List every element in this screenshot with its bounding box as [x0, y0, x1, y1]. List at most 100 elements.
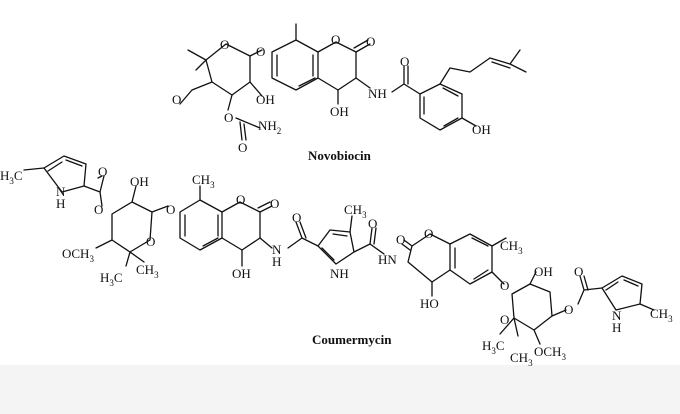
novobiocin-coumarin-o1: O — [331, 32, 340, 47]
coumermycin-left-coumarin-o1: O — [236, 192, 245, 207]
novobiocin-carbamate-nh: NH2 — [258, 118, 281, 136]
coumermycin-right-coumarin-o2: O — [424, 226, 433, 241]
coumermycin-right-lactone-co — [401, 239, 413, 251]
coumermycin-right-coumarin-benzene — [449, 233, 493, 285]
coumermycin-right-pyrrole-double — [605, 279, 639, 291]
coumermycin-central-methyl-bond — [349, 215, 353, 233]
novobiocin-methoxy-o: O — [172, 92, 181, 107]
coumermycin-right-coumarin-ch3: CH3 — [500, 238, 523, 256]
bottom-margin — [0, 365, 680, 409]
coumermycin-left-lactone-co — [257, 201, 273, 213]
coumermycin-left-benzene-double — [184, 214, 219, 247]
novobiocin-benzene-double — [276, 54, 316, 87]
coumermycin-left-pyrrole-double — [47, 159, 83, 172]
coumermycin-central-pyrrole — [317, 229, 355, 265]
novobiocin-methoxy-bond — [179, 81, 213, 105]
coumermycin-right-glyco-bond — [491, 271, 505, 285]
coumermycin-right-h3c: H3C — [482, 338, 505, 356]
coumermycin-right-amide-o: O — [368, 216, 377, 231]
novobiocin-carbamate-co — [239, 121, 247, 141]
coumermycin-left-coumarin-ch3: CH3 — [192, 172, 215, 190]
coumermycin-right-amide — [353, 227, 385, 255]
novobiocin-amide-bond — [391, 65, 421, 95]
coumermycin-left-gem-dimethyl — [125, 251, 145, 267]
coumermycin-right-pyrrole-h: H — [612, 320, 621, 335]
novobiocin-phenol-double — [423, 87, 459, 127]
coumermycin-right-glyco-o: O — [500, 278, 509, 293]
novobiocin-structure: O O O OH O NH2 O O O OH NH O OH — [172, 23, 527, 155]
novobiocin-glycosidic-bond — [249, 49, 263, 57]
coumermycin-left-pyrrole — [43, 155, 87, 193]
novobiocin-sugar-oh: OH — [256, 92, 275, 107]
coumermycin-left-coumarin-oh: OH — [232, 266, 251, 281]
coumermycin-right-sugar-oh-bond — [529, 271, 537, 285]
coumermycin-left-amide-n: N — [272, 242, 282, 257]
coumermycin-left-amide-o: O — [292, 210, 301, 225]
coumermycin-left-sugar-oh: OH — [130, 174, 149, 189]
coumermycin-central-ch3: CH3 — [344, 202, 367, 220]
coumermycin-right-och3-bond — [533, 329, 541, 345]
coumermycin-left-sugar-oh-bond — [131, 185, 137, 203]
coumermycin-right-sugar-oh: OH — [534, 264, 553, 279]
coumermycin-right-coumarin-ho: HO — [420, 296, 439, 311]
novobiocin-coumarin-oh: OH — [330, 104, 349, 119]
coumermycin-h3c-left: H3C — [0, 168, 23, 186]
coumermycin-right-coumarin-methyl — [491, 237, 507, 247]
coumermycin-left-coumarin-o2: O — [270, 196, 279, 211]
novobiocin-carbamate-o1: O — [224, 110, 233, 125]
coumermycin-right-ester-o: O — [564, 302, 573, 317]
novobiocin-prenyl-chain — [439, 49, 527, 85]
coumermycin-left-ring-o: O — [146, 234, 155, 249]
coumermycin-right-coumarin-o1: O — [396, 232, 405, 247]
coumermycin-left-ester-o2: O — [94, 202, 103, 217]
coumermycin-left-pyrrole-h: H — [56, 196, 65, 211]
novobiocin-phenol-oh-bond — [461, 117, 477, 127]
novobiocin-name: Novobiocin — [308, 148, 372, 163]
coumermycin-left-ch3: CH3 — [136, 262, 159, 280]
coumermycin-right-ch3: CH3 — [650, 306, 673, 324]
novobiocin-carbamate-o2: O — [238, 140, 247, 155]
coumermycin-right-sugar-ch3: CH3 — [510, 350, 533, 368]
coumermycin-left-methyl-bond — [23, 167, 45, 171]
coumermycin-right-ester-bond — [551, 309, 567, 317]
coumermycin-left-ester-o: O — [98, 164, 107, 179]
coumermycin-right-methyl-bond — [639, 303, 655, 311]
coumermycin-left-pyrrole-n: N — [56, 184, 66, 199]
novobiocin-carbamate-bond — [227, 94, 233, 111]
coumermycin-right-gem-dimethyl — [499, 317, 519, 337]
novobiocin-coumarin-o2: O — [366, 34, 375, 49]
coumermycin-right-benzene-double — [454, 237, 489, 280]
coumermycin-left-glyco-bond — [151, 205, 169, 213]
novobiocin-lactone-co — [353, 39, 371, 53]
coumermycin-left-h3c: H3C — [100, 270, 123, 288]
novobiocin-phenol-oh: OH — [472, 122, 491, 137]
coumermycin-right-ester — [577, 275, 603, 305]
coumermycin-right-ester-o2: O — [574, 264, 583, 279]
novobiocin-amide-o: O — [400, 54, 409, 69]
coumermycin-right-och3: OCH3 — [534, 344, 566, 362]
novobiocin-amide-n-bond — [355, 77, 371, 89]
coumermycin-left-pyranone — [221, 201, 261, 251]
novobiocin-carbamate-cn — [235, 117, 261, 129]
coumermycin-right-ring-o: O — [500, 312, 509, 327]
coumermycin-right-amide-hn: HN — [378, 252, 397, 267]
coumermycin-central-nh: NH — [330, 266, 349, 281]
coumermycin-left-amide-n-bond — [259, 237, 273, 249]
novobiocin-amide-nh: NH — [368, 86, 387, 101]
novobiocin-pyranone — [317, 41, 357, 91]
coumermycin-name: Coumermycin — [312, 332, 392, 347]
coumermycin-left-glyco-o: O — [166, 202, 175, 217]
novobiocin-ring-o: O — [220, 37, 229, 52]
novobiocin-glyco-o: O — [256, 44, 265, 59]
novobiocin-sugar-oh-bond — [249, 81, 263, 97]
coumermycin-left-och3-bond — [95, 239, 113, 249]
coumermycin-left-amide-h: H — [272, 254, 281, 269]
coumermycin-right-pyrrole — [601, 275, 643, 311]
coumermycin-left-ester — [83, 175, 105, 207]
coumermycin-left-och3: OCH3 — [62, 246, 94, 264]
novobiocin-gem-dimethyl — [187, 49, 207, 71]
coumermycin-right-pyrrole-n: N — [612, 308, 622, 323]
